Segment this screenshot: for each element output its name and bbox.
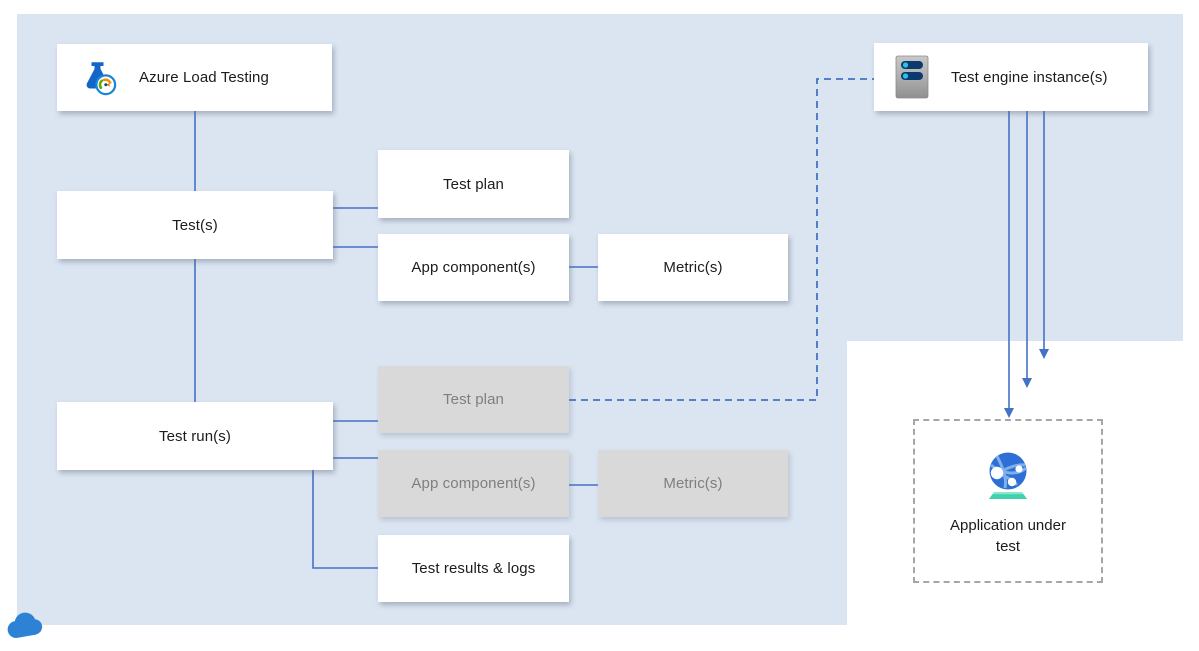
node-run-app-components: App component(s)	[378, 450, 569, 517]
node-label: Test plan	[443, 391, 504, 408]
node-test-plan: Test plan	[378, 150, 569, 218]
node-run-metrics: Metric(s)	[598, 450, 788, 517]
node-label: Metric(s)	[663, 475, 723, 492]
node-azure-load-testing: Azure Load Testing	[57, 44, 332, 111]
node-application-under-test: Application under test	[913, 419, 1103, 583]
node-metrics: Metric(s)	[598, 234, 788, 301]
node-label: Test results & logs	[411, 560, 536, 577]
node-test-results-logs: Test results & logs	[378, 535, 569, 602]
node-app-components: App component(s)	[378, 234, 569, 301]
node-label: Test(s)	[172, 216, 218, 234]
node-label: Application under test	[950, 516, 1066, 555]
node-label: Test engine instance(s)	[951, 68, 1108, 86]
load-testing-flask-gauge-icon	[81, 60, 117, 96]
node-run-test-plan: Test plan	[378, 366, 569, 433]
cloud-icon	[6, 611, 46, 644]
node-test-runs: Test run(s)	[57, 402, 333, 470]
globe-icon	[981, 446, 1035, 507]
node-label: Metric(s)	[663, 259, 723, 276]
node-tests: Test(s)	[57, 191, 333, 259]
node-label: Azure Load Testing	[139, 69, 269, 86]
node-label: App component(s)	[411, 475, 536, 492]
server-icon	[895, 55, 929, 99]
node-label: Test plan	[443, 175, 504, 193]
node-label: Test run(s)	[159, 427, 231, 445]
node-test-engine-instances: Test engine instance(s)	[874, 43, 1148, 111]
node-label: App component(s)	[411, 259, 536, 276]
